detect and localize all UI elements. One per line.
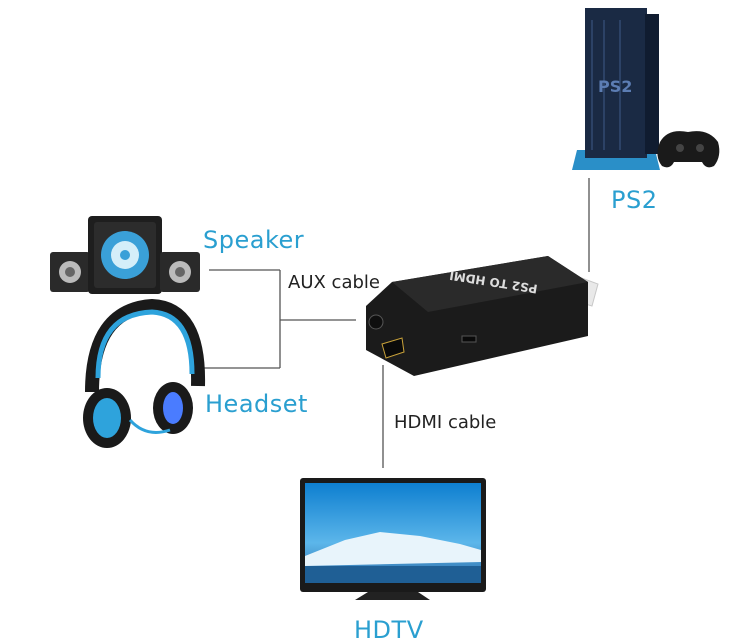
hdmi-cable-label: HDMI cable <box>394 412 497 433</box>
connector-lines <box>196 178 590 468</box>
hdtv-image <box>300 478 486 600</box>
headset-label: Headset <box>205 390 308 418</box>
headset-image <box>83 298 206 448</box>
ps2-label: PS2 <box>611 186 658 214</box>
ps2-console-image: PS2 <box>572 8 720 170</box>
console-logo: PS2 <box>598 77 632 96</box>
aux-cable-label: AUX cable <box>288 272 380 293</box>
adapter-image: PS2 TO HDMI <box>366 256 599 376</box>
hdtv-label: HDTV <box>354 616 424 644</box>
speaker-image <box>50 216 200 294</box>
speaker-label: Speaker <box>203 226 305 254</box>
